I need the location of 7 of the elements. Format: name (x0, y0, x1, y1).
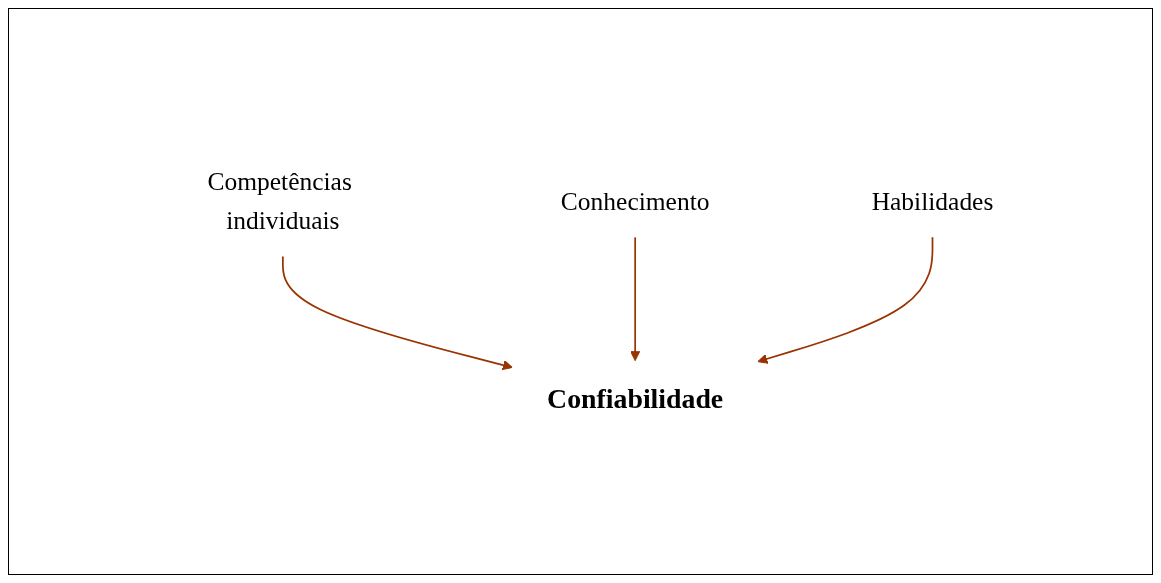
arrow (282, 255, 514, 371)
node-text: Competências individuais (207, 167, 353, 235)
node-text: Conhecimento (561, 186, 710, 216)
node-text: Confiabilidade (547, 384, 724, 415)
node-text: Habilidades (871, 186, 994, 216)
arrow (630, 236, 641, 362)
arrow (757, 236, 934, 365)
